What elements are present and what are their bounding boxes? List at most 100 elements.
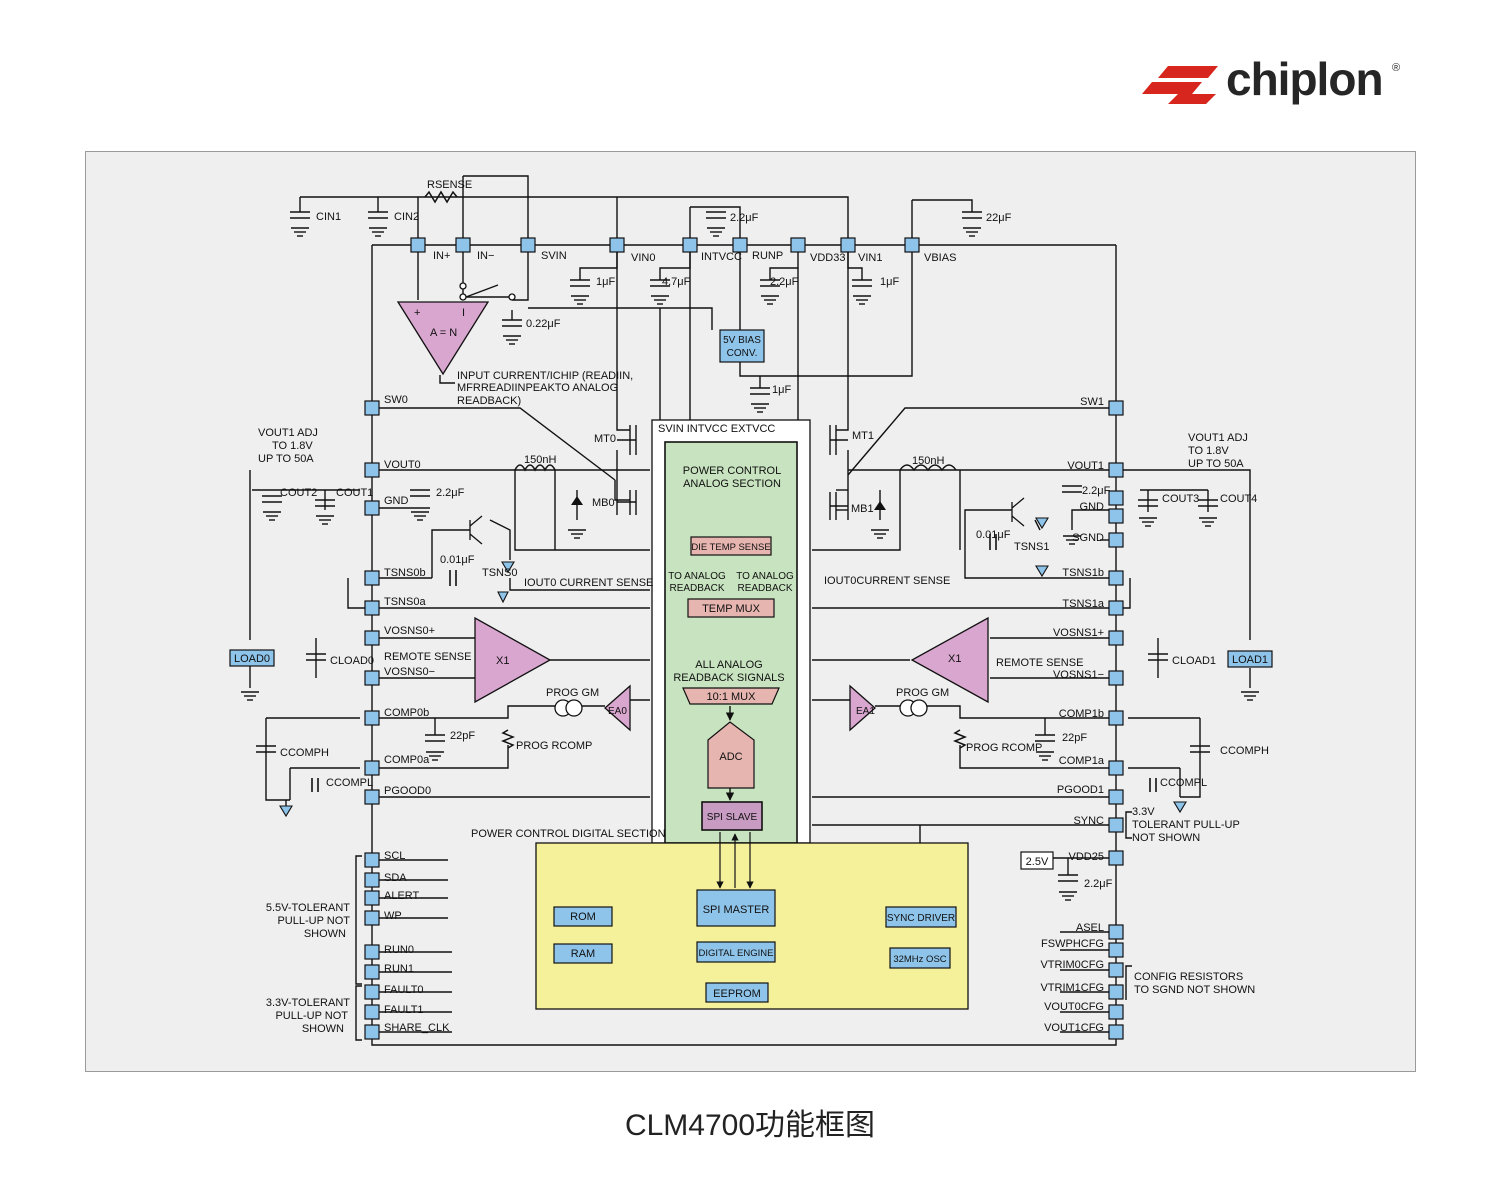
pin-label-comp1a: COMP1a — [1059, 755, 1105, 767]
label-ind0: 150nH — [524, 454, 556, 466]
pin-label-wp: WP — [384, 910, 402, 922]
pin-label-sda: SDA — [384, 872, 407, 884]
pin-label-tsns0b: TSNS0b — [384, 567, 426, 579]
label-amp-i: I — [462, 307, 465, 319]
label-vout-left-l1: VOUT1 ADJ — [258, 427, 318, 439]
pin-square — [1108, 789, 1124, 805]
label-iout0-sense-left: IOUT0 CURRENT SENSE — [524, 577, 653, 589]
spi-slave-box — [701, 801, 763, 831]
pin-square — [364, 670, 380, 686]
load0-box — [229, 649, 275, 667]
pin-square — [1108, 570, 1124, 586]
pin-squares — [364, 237, 1124, 1040]
label-iout0-sense-right: IOUT0CURRENT SENSE — [824, 575, 950, 587]
pin-square — [410, 237, 426, 253]
label-ccompl-right: CCOMPL — [1160, 777, 1207, 789]
pin-square — [364, 984, 380, 1000]
label-c-022: 0.22μF — [526, 318, 561, 330]
pin-label-share-clk: SHARE_CLK — [384, 1022, 450, 1034]
pin-label-fault1: FAULT1 — [384, 1004, 424, 1016]
pin-square — [1108, 984, 1124, 1000]
ground-symbols — [241, 227, 1259, 901]
pin-label-vdd25: VDD25 — [1069, 851, 1104, 863]
label-x1-right: X1 — [948, 653, 961, 665]
mt0-fet — [617, 425, 637, 455]
pin-label-svin: SVIN — [541, 250, 567, 262]
label-c-22p-right: 22pF — [1062, 732, 1087, 744]
die-temp-sense-label: DIE TEMP SENSE — [691, 542, 770, 553]
label-amp-plus: + — [414, 307, 420, 319]
pin-label-vout1cfg: VOUT1CFG — [1044, 1022, 1104, 1034]
label-c-2p2-runp: 2.2μF — [770, 276, 799, 288]
pin-label-runp: RUNP — [752, 250, 783, 262]
label-c-1u-vin0: 1μF — [596, 276, 615, 288]
pin-label-vtrim1cfg: VTRIM1CFG — [1040, 982, 1104, 994]
label-tolerant-55-l1: 5.5V-TOLERANT — [266, 902, 350, 914]
rom-box — [553, 906, 613, 927]
pin-square — [1108, 962, 1124, 978]
label-c-4p7: 4.7μF — [662, 276, 691, 288]
label-ccomph-right: CCOMPH — [1220, 745, 1269, 757]
pin-square — [364, 890, 380, 906]
label-rsense: RSENSE — [427, 179, 472, 191]
label-mb1: MB1 — [851, 503, 874, 515]
pin-square — [732, 237, 748, 253]
label-c-2p2-vdd25: 2.2μF — [1084, 878, 1113, 890]
gm-current-sources — [554, 699, 928, 717]
osc-box — [889, 947, 951, 969]
label-tsns0: TSNS0 — [482, 567, 517, 579]
pin-square — [364, 760, 380, 776]
pin-label-pgood0: PGOOD0 — [384, 785, 431, 797]
label-readback-note-l1: INPUT CURRENT/ICHIP (READIIN, — [457, 370, 633, 382]
to-analog-left-l1: TO ANALOG — [668, 571, 726, 582]
pin-square — [520, 237, 536, 253]
label-prog-rcomp-right: PROG RCOMP — [966, 742, 1042, 754]
label-cout1: COUT1 — [336, 487, 373, 499]
label-ind1: 150nH — [912, 455, 944, 467]
label-tolerant-33-l3: SHOWN — [302, 1023, 344, 1035]
pin-label-fswphcfg: FSWPHCFG — [1041, 938, 1104, 950]
pin-label-in-minus: IN− — [477, 250, 494, 262]
label-x1-left: X1 — [496, 655, 509, 667]
all-analog-l2: READBACK SIGNALS — [673, 672, 784, 684]
diode-mb0 — [571, 496, 583, 505]
label-c-1u-vin1: 1μF — [880, 276, 899, 288]
label-load1: LOAD1 — [1232, 654, 1268, 666]
figure-caption: CLM4700功能框图 — [624, 1109, 876, 1142]
pin-label-fault0: FAULT0 — [384, 984, 424, 996]
pin-square — [364, 710, 380, 726]
label-readback-note-l3: READBACK) — [457, 395, 521, 407]
pin-label-tsns1a: TSNS1a — [1062, 598, 1104, 610]
ram-label: RAM — [571, 948, 595, 960]
label-tolerant-33-right-l2: TOLERANT PULL-UP — [1132, 819, 1240, 831]
pin-square — [840, 237, 856, 253]
pin-label-in-plus: IN+ — [433, 250, 450, 262]
pin-label-tsns0a: TSNS0a — [384, 596, 426, 608]
pin-label-intvcc: INTVCC — [701, 251, 742, 263]
pin-label-vosns1-plus: VOSNS1+ — [1053, 627, 1104, 639]
pin-square — [364, 789, 380, 805]
label-prog-gm-left: PROG GM — [546, 687, 599, 699]
pin-label-vdd33: VDD33 — [810, 252, 845, 264]
pin-square — [364, 462, 380, 478]
tsns0-transistor — [469, 515, 483, 545]
label-ea0: EA0 — [608, 706, 627, 717]
pin-square — [1108, 630, 1124, 646]
to-analog-right-l1: TO ANALOG — [736, 571, 794, 582]
label-bias-conv-l2: CONV. — [727, 348, 758, 359]
pin-label-vin1: VIN1 — [858, 252, 882, 264]
pin-square — [364, 400, 380, 416]
pin-square — [1108, 924, 1124, 940]
logo-mark-lower — [1168, 94, 1216, 104]
pin-label-comp0a: COMP0a — [384, 754, 430, 766]
adc-label: ADC — [719, 751, 742, 763]
thermal-sensors — [469, 497, 1025, 545]
pin-square — [364, 1004, 380, 1020]
pin-square — [1108, 760, 1124, 776]
label-config-note-l1: CONFIG RESISTORS — [1134, 971, 1243, 983]
pin-square — [904, 237, 920, 253]
pin-label-vtrim0cfg: VTRIM0CFG — [1040, 959, 1104, 971]
label-c-22-top: 22μF — [986, 212, 1012, 224]
label-tolerant-33-right-l3: NOT SHOWN — [1132, 832, 1200, 844]
